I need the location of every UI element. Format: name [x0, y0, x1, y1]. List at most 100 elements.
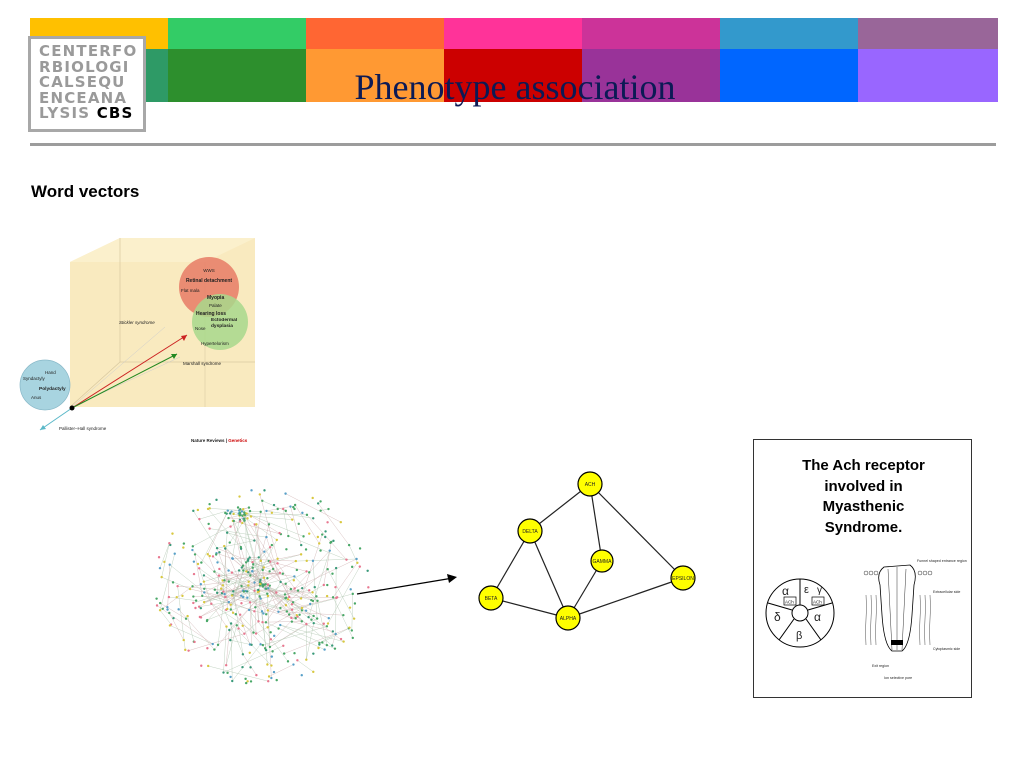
node-gamma-circle — [590, 549, 614, 573]
hairball-node — [366, 569, 369, 573]
band-top-cell — [582, 18, 720, 49]
network-hairball-figure — [155, 489, 370, 685]
hairball-node — [241, 665, 244, 669]
hairball-edge — [229, 596, 260, 631]
hairball-edge — [232, 572, 281, 596]
hairball-node — [211, 555, 215, 558]
hairball-edge — [169, 625, 213, 645]
hairball-node — [227, 600, 230, 604]
caption-line-2: involved in — [824, 477, 903, 495]
node-alpha-circle — [555, 605, 581, 631]
node-epsilon: EPSILON — [670, 565, 696, 591]
cbs-logo: CENTERFO RBIOLOGI CALSEQU ENCEANA LYSIS … — [28, 36, 146, 132]
hairball-edge — [217, 540, 255, 549]
hairball-node — [318, 641, 321, 645]
hairball-edge — [232, 644, 261, 682]
hairball-node — [325, 643, 329, 647]
hairball-node — [259, 578, 262, 582]
hairball-node — [176, 584, 179, 588]
hairball-edge — [199, 601, 229, 607]
hairball-node — [244, 561, 248, 564]
arrow-head — [447, 574, 457, 583]
word-vectors-figure: WWS Retinal detachment Flat mala Myopia … — [19, 238, 255, 443]
hairball-edge — [239, 570, 277, 593]
hairball-node — [316, 535, 320, 539]
hairball-node — [182, 546, 185, 549]
hairball-edge — [159, 610, 172, 625]
hairball-edge — [308, 550, 330, 618]
hairball-node — [269, 631, 272, 634]
wheel-delta: δ — [774, 610, 781, 624]
hairball-node — [228, 541, 231, 544]
hairball-node — [308, 571, 311, 574]
hairball-node — [326, 622, 330, 625]
hairball-edge — [232, 520, 281, 535]
hairball-node — [312, 670, 315, 674]
hairball-node — [197, 567, 201, 570]
hairball-node — [325, 594, 329, 598]
hairball-edge — [320, 508, 329, 511]
guide-line — [71, 326, 166, 408]
hairball-node — [330, 540, 333, 544]
subunit-graph: ACH DELTA GAMMA EPSILON BETA ALPHA — [478, 471, 696, 631]
hairball-node — [192, 595, 195, 598]
hairball-edge — [278, 597, 337, 612]
hairball-edge — [244, 520, 263, 586]
transition-arrow — [356, 574, 457, 595]
hairball-node — [300, 606, 304, 610]
hairball-node — [253, 581, 256, 584]
hairball-edge — [278, 611, 344, 616]
hairball-edge — [317, 600, 328, 646]
hairball-node — [289, 587, 293, 591]
hairball-node — [224, 664, 228, 667]
hairball-node — [247, 580, 250, 584]
hairball-edge — [161, 576, 191, 590]
hairball-node — [223, 592, 226, 596]
hairball-edge — [267, 593, 271, 647]
hairball-node — [311, 559, 315, 563]
hairball-edge — [225, 567, 264, 598]
hairball-node — [161, 607, 164, 610]
hairball-node — [172, 616, 175, 620]
hairball-edge — [254, 590, 313, 593]
hairball-node — [202, 580, 206, 583]
hairball-node — [224, 511, 227, 515]
hairball-node — [248, 601, 252, 604]
label-pallister-hall: Pallister–Hall syndrome — [59, 426, 107, 431]
hairball-node — [310, 598, 313, 602]
hairball-edge — [229, 513, 234, 522]
hairball-edge — [159, 586, 193, 611]
hairball-node — [326, 567, 329, 571]
hairball-node — [198, 517, 201, 521]
node-beta-label: BETA — [485, 596, 498, 602]
hairball-node — [332, 539, 335, 543]
hairball-node — [313, 585, 316, 589]
hairball-edge — [229, 511, 251, 543]
hairball-node — [352, 617, 356, 620]
hairball-node — [217, 574, 221, 577]
wheel-pore — [791, 604, 809, 622]
label-hypertelorism: Hypertelorism — [201, 341, 229, 346]
hairball-edge — [232, 557, 259, 559]
hairball-node — [308, 602, 312, 606]
hairball-node — [264, 621, 268, 624]
hairball-node — [295, 568, 299, 572]
hairball-node — [223, 579, 226, 582]
hairball-node — [349, 588, 352, 591]
wheel-alpha-1: α — [782, 584, 789, 598]
hairball-node — [226, 671, 229, 675]
hairball-node — [294, 559, 298, 563]
label-ion-pore: Ion selective pore — [884, 676, 912, 680]
ach-label-2: ACh — [813, 600, 822, 605]
edge-ach-delta — [529, 483, 591, 532]
hairball-edge — [204, 567, 253, 593]
hairball-node — [267, 523, 271, 526]
hairball-node — [315, 595, 318, 598]
hairball-node — [244, 677, 247, 681]
hairball-node — [158, 609, 162, 612]
hairball-node — [282, 652, 286, 655]
hairball-edge — [161, 543, 170, 578]
hairball-edge — [312, 560, 318, 619]
hairball-edge — [209, 508, 261, 512]
box-top-face — [70, 238, 255, 262]
